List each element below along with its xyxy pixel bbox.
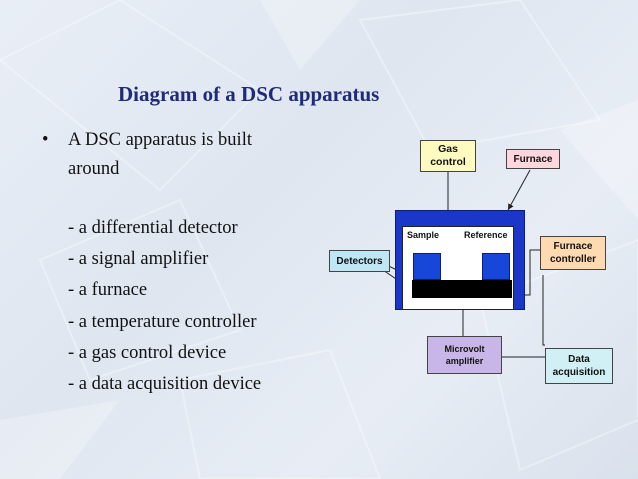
detectors-box: Detectors [329,250,390,272]
heater-block [412,280,512,298]
detectors-label: Detectors [336,255,383,267]
list-item: - a signal amplifier [68,249,209,270]
furnace-label-arrow [507,169,531,211]
slide-title: Diagram of a DSC apparatus [118,82,380,106]
gas-control-box: Gas control [420,140,476,172]
list-item: - a temperature controller [68,311,257,332]
microvolt-line1: Microvolt [444,344,485,354]
furnace-controller-line2: controller [549,254,597,265]
microvolt-line2: amplifier [445,356,484,366]
controller-to-data-line [542,275,545,346]
data-acq-line2: acquisition [552,367,606,378]
list-item: - a differential detector [68,218,238,238]
data-acq-line1: Data [568,354,590,365]
sample-cell [413,253,441,280]
sample-label: Sample [407,230,440,240]
reference-label: Reference [464,230,508,240]
gas-control-line1: Gas [438,143,458,155]
bullet-text-line2: around [68,159,120,179]
reference-cell [482,253,510,280]
furnace-controller-line1: Furnace [553,241,593,252]
list-item: - a furnace [68,280,148,301]
furnace-controller-box: Furnace controller [540,236,606,270]
list-item: - a data acquisition device [68,374,262,395]
microvolt-amplifier-box: Microvolt amplifier [427,336,502,374]
bullet-intro: • A DSC apparatus is built around [42,126,252,184]
gas-control-line2: control [430,156,466,168]
data-acquisition-box: Data acquisition [545,348,613,384]
bullet-dot: • [42,130,49,150]
furnace-label: Furnace [513,153,553,165]
furnace-box: Furnace [506,149,560,169]
component-list: - a differential detector - a signal amp… [68,213,261,400]
bullet-text-line1: A DSC apparatus is built [68,130,252,150]
list-item: - a gas control device [68,342,227,363]
